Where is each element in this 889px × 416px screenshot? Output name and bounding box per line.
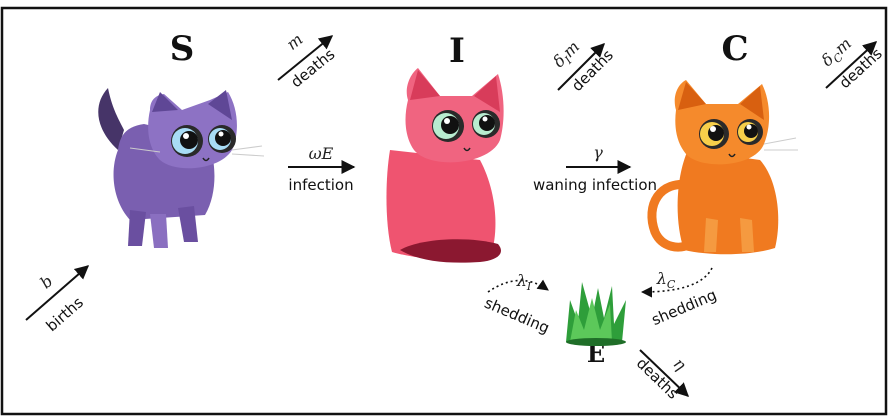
- compartment-S-label: S: [170, 29, 195, 69]
- shedding-C-rate: λC: [656, 269, 676, 291]
- waning-rate: γ: [593, 143, 603, 162]
- deaths-S-rate: m: [283, 30, 307, 54]
- grass-icon: [566, 282, 626, 346]
- shedding-I-rate: λI: [516, 271, 532, 293]
- compartment-C-label: C: [721, 29, 748, 69]
- pink-cat-icon: [386, 68, 503, 263]
- waning-label: waning infection: [533, 176, 657, 194]
- shedding-I-label: shedding: [482, 294, 552, 337]
- shedding-C-label: shedding: [649, 286, 719, 329]
- purple-cat-icon: [98, 88, 264, 248]
- shedding-C-arrow: [642, 268, 712, 292]
- infection-rate: ωE: [309, 144, 334, 163]
- infection-label: infection: [288, 176, 353, 194]
- deaths-E-rate: η: [670, 354, 690, 375]
- births-rate: b: [36, 271, 56, 292]
- orange-cat-icon: [652, 80, 798, 254]
- compartment-I-label: I: [449, 31, 465, 71]
